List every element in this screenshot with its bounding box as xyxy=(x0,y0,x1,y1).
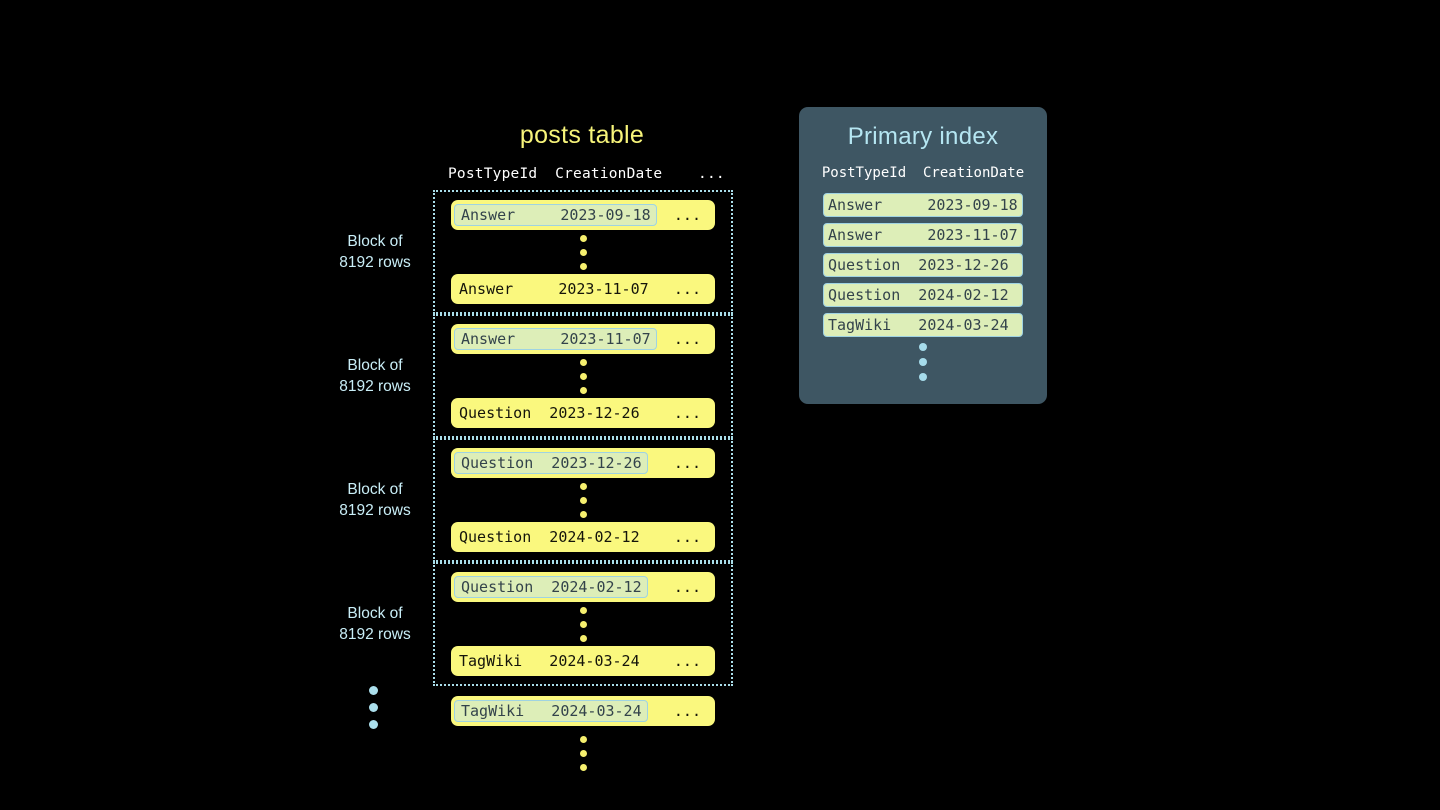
table-row: TagWiki 2024-03-24 ... xyxy=(451,696,715,726)
row-cells: Answer 2023-09-18 xyxy=(454,204,657,226)
row-cells: Question 2023-12-26 xyxy=(454,452,648,474)
block-label-2: Block of 8192 rows xyxy=(339,481,411,519)
row-ellipsis: ... xyxy=(673,280,701,298)
index-continuation-dots xyxy=(799,343,1047,381)
index-row: Answer 2023-09-18 xyxy=(823,193,1023,217)
row-ellipsis: ... xyxy=(673,454,701,472)
row-cells: TagWiki 2024-03-24 xyxy=(454,700,648,722)
table-continuation-dots xyxy=(435,736,731,771)
block-0: Block of 8192 rows Answer 2023-09-18 ...… xyxy=(339,190,733,314)
posts-table-column-headers: PostTypeId CreationDate ... xyxy=(448,166,725,182)
table-row: Answer 2023-11-07 ... xyxy=(451,274,715,304)
row-gap-dots xyxy=(435,478,731,522)
row-cells: Question 2024-02-12 xyxy=(459,528,640,546)
block-2: Block of 8192 rows Question 2023-12-26 .… xyxy=(339,438,733,562)
table-row: Question 2023-12-26 ... xyxy=(451,448,715,478)
row-ellipsis: ... xyxy=(673,578,701,596)
block-label-3: Block of 8192 rows xyxy=(339,605,411,643)
index-row: Question 2023-12-26 xyxy=(823,253,1023,277)
row-cells: Answer 2023-11-07 xyxy=(459,280,649,298)
table-row: TagWiki 2024-03-24 ... xyxy=(451,646,715,676)
row-ellipsis: ... xyxy=(673,528,701,546)
block-1: Block of 8192 rows Answer 2023-11-07 ...… xyxy=(339,314,733,438)
index-row: TagWiki 2024-03-24 xyxy=(823,313,1023,337)
primary-index-rows: Answer 2023-09-18 Answer 2023-11-07 Ques… xyxy=(799,193,1047,337)
posts-table-blocks: Block of 8192 rows Answer 2023-09-18 ...… xyxy=(339,190,733,781)
row-cells: Question 2023-12-26 xyxy=(459,404,640,422)
row-ellipsis: ... xyxy=(673,702,701,720)
primary-index-column-headers: PostTypeId CreationDate xyxy=(821,165,1025,181)
table-row: Question 2023-12-26 ... xyxy=(451,398,715,428)
table-row: Question 2024-02-12 ... xyxy=(451,572,715,602)
row-ellipsis: ... xyxy=(673,330,701,348)
row-gap-dots xyxy=(435,354,731,398)
index-row: Answer 2023-11-07 xyxy=(823,223,1023,247)
row-cells: Question 2024-02-12 xyxy=(454,576,648,598)
primary-index-title: Primary index xyxy=(847,123,999,150)
table-row: Answer 2023-09-18 ... xyxy=(451,200,715,230)
table-row: Answer 2023-11-07 ... xyxy=(451,324,715,354)
posts-table-title: posts table xyxy=(519,121,645,149)
row-ellipsis: ... xyxy=(673,404,701,422)
block-4-partial: TagWiki 2024-03-24 ... xyxy=(433,686,733,781)
primary-index-panel: Primary index PostTypeId CreationDate An… xyxy=(799,107,1047,404)
block-label-1: Block of 8192 rows xyxy=(339,357,411,395)
row-cells: TagWiki 2024-03-24 xyxy=(459,652,640,670)
row-gap-dots xyxy=(435,602,731,646)
block-3: Block of 8192 rows Question 2024-02-12 .… xyxy=(339,562,733,686)
row-ellipsis: ... xyxy=(673,206,701,224)
row-gap-dots xyxy=(435,230,731,274)
blocks-continuation-dots xyxy=(369,686,378,729)
block-label-0: Block of 8192 rows xyxy=(339,233,411,271)
row-cells: Answer 2023-11-07 xyxy=(454,328,657,350)
table-row: Question 2024-02-12 ... xyxy=(451,522,715,552)
index-row: Question 2024-02-12 xyxy=(823,283,1023,307)
row-ellipsis: ... xyxy=(673,652,701,670)
